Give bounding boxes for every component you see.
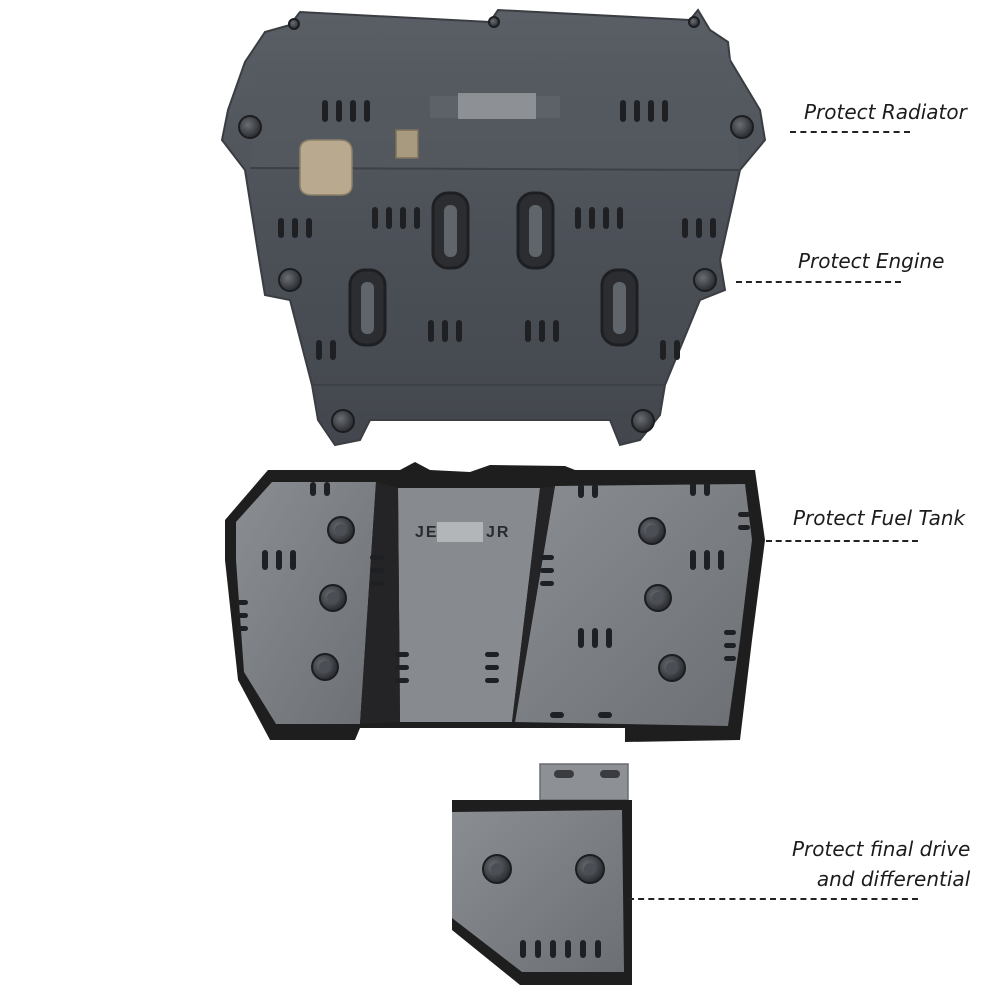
callout-line-radiator: [790, 131, 910, 133]
final-drive-skid-plate: [452, 763, 632, 985]
label-line-2: and differential: [816, 867, 971, 891]
label-protect-final-drive: Protect final drive and differential: [792, 834, 970, 894]
callout-line-engine: [736, 281, 901, 283]
svg-text:JR: JR: [486, 524, 510, 541]
fuel-tank-skid-plate: JE JR: [225, 462, 765, 742]
label-protect-engine: Protect Engine: [798, 249, 945, 273]
label-line-1: Protect final drive: [792, 837, 971, 861]
svg-text:JE: JE: [415, 524, 439, 541]
callout-line-fuel-tank: [766, 540, 918, 542]
label-protect-radiator: Protect Radiator: [804, 100, 967, 124]
callout-line-final-drive: [628, 898, 918, 900]
label-protect-fuel-tank: Protect Fuel Tank: [793, 506, 966, 530]
engine-skid-plate: [220, 8, 767, 447]
